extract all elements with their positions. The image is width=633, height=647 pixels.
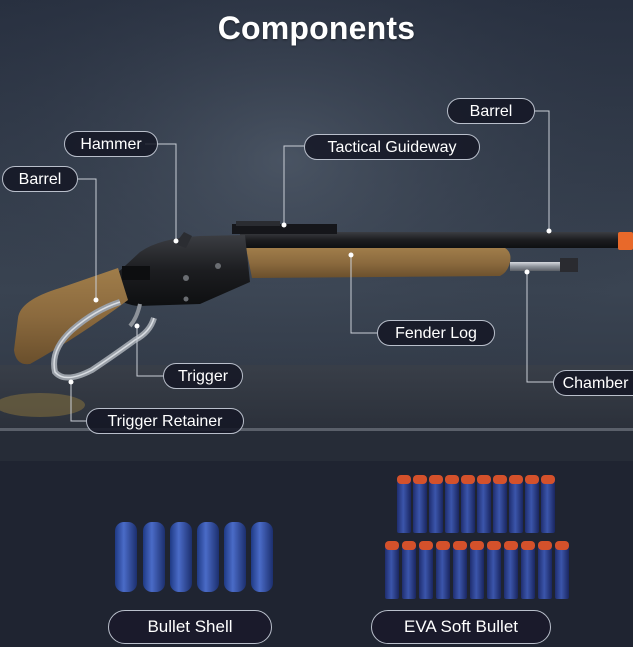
label-barrel-top: Barrel [447,98,535,124]
label-chamber: Chamber [553,370,633,396]
bullet-shells [115,522,273,592]
label-bullet-shell: Bullet Shell [108,610,272,644]
label-trigger: Trigger [163,363,243,389]
page-title: Components [217,10,416,46]
label-trigger-retainer: Trigger Retainer [86,408,244,434]
label-eva-soft-bullet: EVA Soft Bullet [371,610,551,644]
eva-darts [385,475,569,599]
label-hammer: Hammer [64,131,158,157]
label-fender-log: Fender Log [377,320,495,346]
blaster [14,221,633,381]
label-tactical-guideway: Tactical Guideway [304,134,480,160]
label-barrel-left: Barrel [2,166,78,192]
